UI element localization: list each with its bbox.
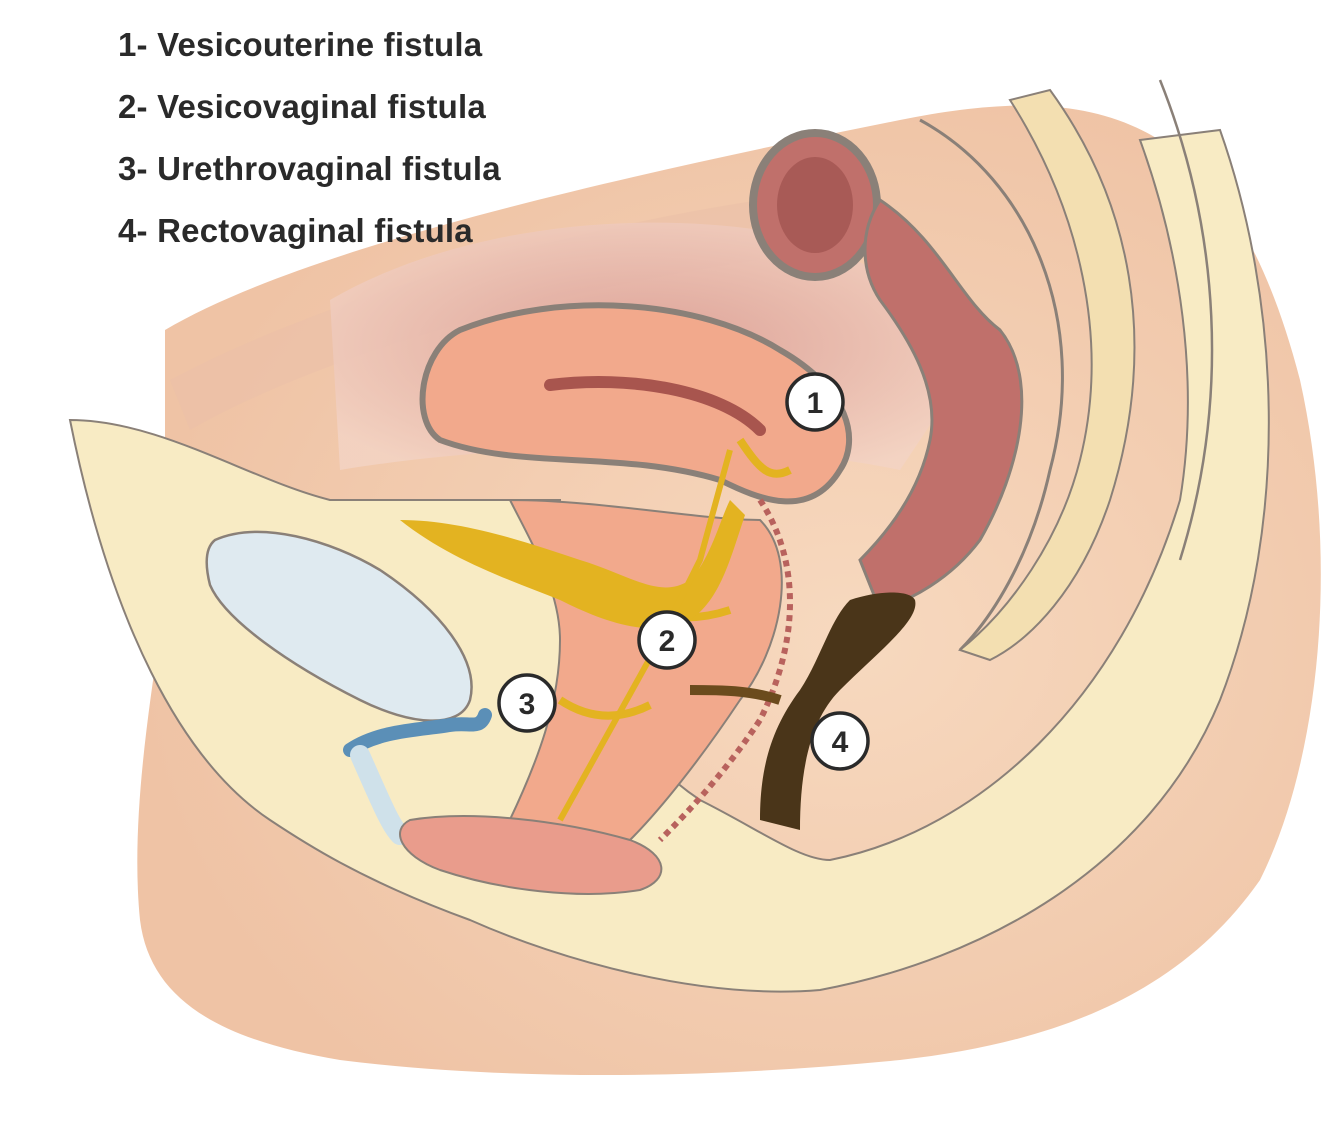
legend-item-vesicovaginal: 2- Vesicovaginal fistula (118, 76, 501, 138)
svg-text:1: 1 (807, 387, 824, 420)
legend-list: 1- Vesicouterine fistula 2- Vesicovagina… (118, 14, 501, 262)
marker-1: 1 (787, 374, 843, 430)
svg-text:3: 3 (519, 688, 536, 721)
marker-2: 2 (639, 612, 695, 668)
legend-item-vesicouterine: 1- Vesicouterine fistula (118, 14, 501, 76)
legend-item-urethrovaginal: 3- Urethrovaginal fistula (118, 138, 501, 200)
svg-text:2: 2 (659, 625, 676, 658)
svg-text:4: 4 (832, 726, 849, 759)
marker-4: 4 (812, 713, 868, 769)
sigmoid-colon-lumen (777, 157, 853, 253)
legend-item-rectovaginal: 4- Rectovaginal fistula (118, 200, 501, 262)
marker-3: 3 (499, 675, 555, 731)
